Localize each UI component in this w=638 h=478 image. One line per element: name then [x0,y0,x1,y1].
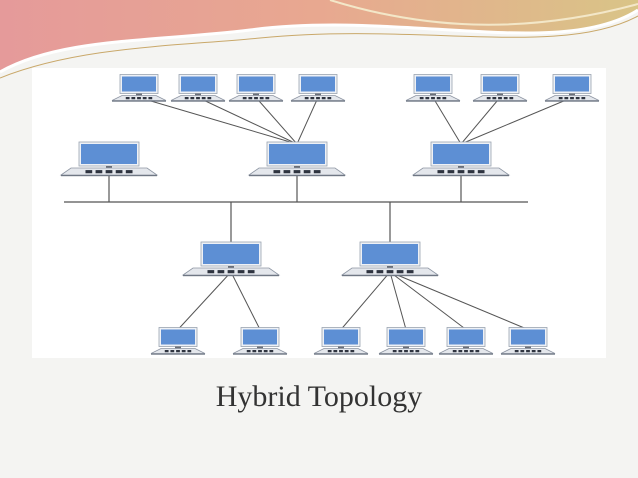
laptop-icon-hub-b [247,141,347,177]
laptop-icon-pc-b5 [438,327,494,355]
links-layer [64,97,573,330]
laptop-icon-pc-t3 [228,74,284,102]
laptop-icon-pc-t1 [111,74,167,102]
link-hub-b-pc-t4 [296,97,319,145]
laptop-icon-pc-t6 [472,74,528,102]
laptop-icon-pc-b3 [313,327,369,355]
link-hub-e-pc-b5 [389,271,467,330]
laptop-icon-pc-b6 [500,327,556,355]
laptop-icon-pc-b1 [150,327,206,355]
link-hub-b-pc-t2 [197,97,298,145]
slide-banner-decoration [0,0,638,79]
link-hub-b-pc-t3 [255,97,298,145]
nodes-layer [59,74,600,355]
link-hub-e-pc-b6 [389,271,529,330]
link-hub-e-pc-b3 [340,271,391,330]
laptop-icon-hub-e [340,241,440,277]
laptop-icon-hub-c [411,141,511,177]
laptop-icon-pc-t2 [170,74,226,102]
link-hub-c-pc-t5 [432,97,462,145]
laptop-icon-pc-t5 [405,74,461,102]
laptop-icon-hub-d [181,241,281,277]
laptop-icon-pc-b2 [232,327,288,355]
diagram-panel [32,68,606,358]
link-hub-d-pc-b1 [177,271,232,330]
link-hub-e-pc-b4 [389,271,407,330]
link-hub-c-pc-t6 [460,97,501,145]
laptop-icon-hub-a [59,141,159,177]
laptop-icon-pc-t4 [290,74,346,102]
slide-caption: Hybrid Topology [215,380,423,413]
link-hub-d-pc-b2 [230,271,261,330]
link-hub-c-pc-t7 [460,97,573,145]
link-hub-b-pc-t1 [138,97,298,145]
laptop-icon-pc-t7 [544,74,600,102]
laptop-icon-pc-b4 [378,327,434,355]
